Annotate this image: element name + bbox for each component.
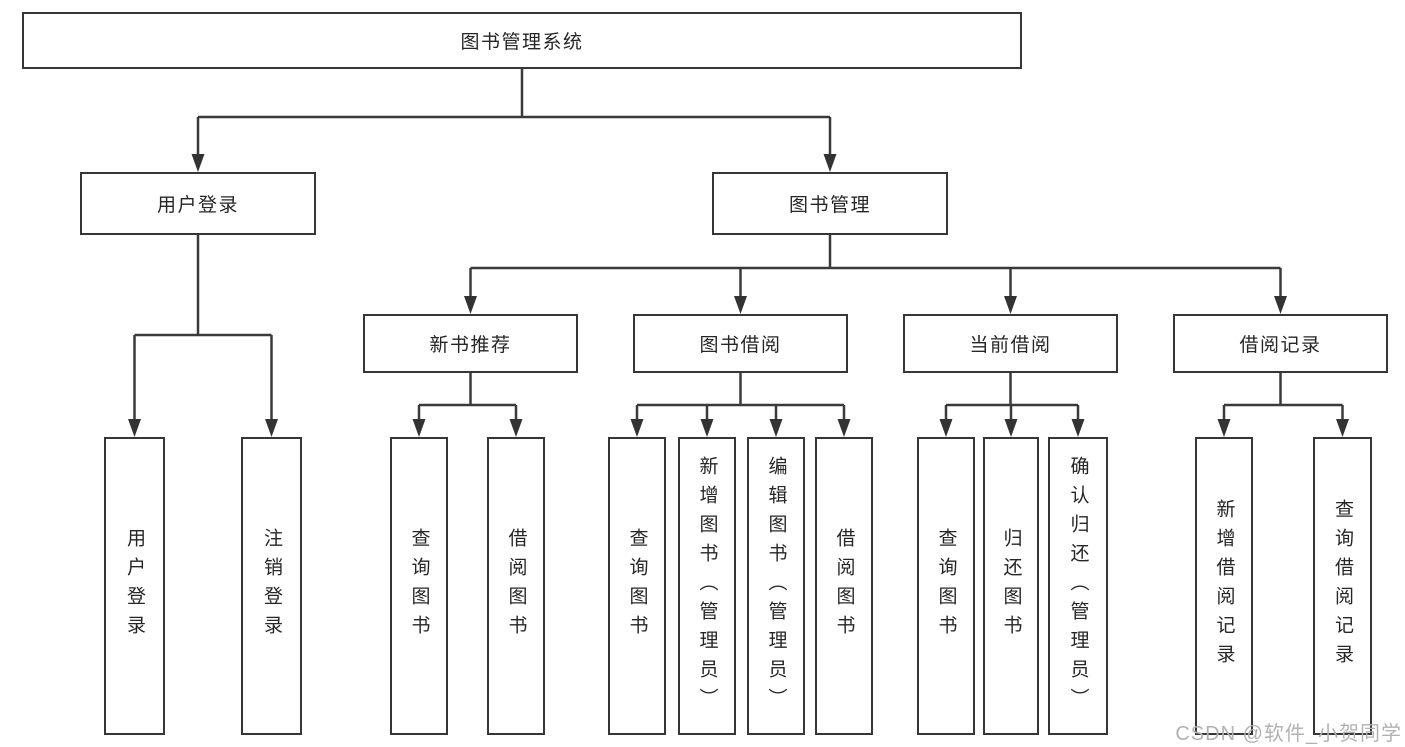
leaf-query-books-3: 查询图书 (917, 437, 975, 735)
leaf-user-login: 用户登录 (104, 437, 165, 735)
node-label: 借阅图书 (505, 528, 527, 644)
leaf-logout: 注销登录 (241, 437, 302, 735)
node-label: 查询图书 (626, 528, 648, 644)
node-label: 借阅图书 (833, 528, 855, 644)
node-label: 借阅记录 (1239, 335, 1322, 356)
node-label: 归还图书 (1000, 528, 1022, 644)
node-label: 图书管理 (788, 195, 871, 216)
leaf-add-borrow-record: 新增借阅记录 (1195, 437, 1253, 735)
node-label: 用户登录 (124, 528, 145, 644)
leaf-borrow-books-1: 借阅图书 (487, 437, 545, 735)
node-user-login: 用户登录 (80, 172, 316, 235)
leaf-query-borrow-record: 查询借阅记录 (1313, 437, 1372, 735)
leaf-query-books-2: 查询图书 (608, 437, 666, 735)
node-book-borrowing: 图书借阅 (633, 314, 848, 373)
node-label: 新增借阅记录 (1213, 499, 1235, 673)
node-book-management: 图书管理 (712, 172, 948, 235)
leaf-borrow-books-2: 借阅图书 (815, 437, 873, 735)
node-label: 注销登录 (261, 528, 282, 644)
node-label: 新书推荐 (429, 335, 512, 356)
node-label: 当前借阅 (969, 335, 1052, 356)
leaf-add-book-admin: 新增图书（管理员） (678, 437, 736, 735)
csdn-watermark: CSDN @软件_小贺同学 (1175, 723, 1402, 745)
node-label: 查询借阅记录 (1332, 499, 1353, 673)
node-label: 用户登录 (156, 195, 239, 216)
node-label: 新增图书（管理员） (696, 455, 718, 717)
leaf-return-book: 归还图书 (983, 437, 1039, 735)
node-library-management-system: 图书管理系统 (22, 12, 1022, 69)
leaf-confirm-return-admin: 确认归还（管理员） (1048, 437, 1108, 735)
node-current-borrowing: 当前借阅 (903, 314, 1118, 373)
node-new-book-recommend: 新书推荐 (363, 314, 578, 373)
node-label: 编辑图书（管理员） (765, 455, 787, 717)
node-label: 图书借阅 (699, 335, 782, 356)
leaf-edit-book-admin: 编辑图书（管理员） (747, 437, 805, 735)
node-borrowing-records: 借阅记录 (1173, 314, 1388, 373)
arrowheads (128, 154, 1349, 437)
node-label: 确认归还（管理员） (1067, 455, 1089, 717)
node-label: 图书管理系统 (460, 32, 584, 53)
leaf-query-books-1: 查询图书 (390, 437, 448, 735)
node-label: 查询图书 (935, 528, 957, 644)
node-label: 查询图书 (408, 528, 430, 644)
